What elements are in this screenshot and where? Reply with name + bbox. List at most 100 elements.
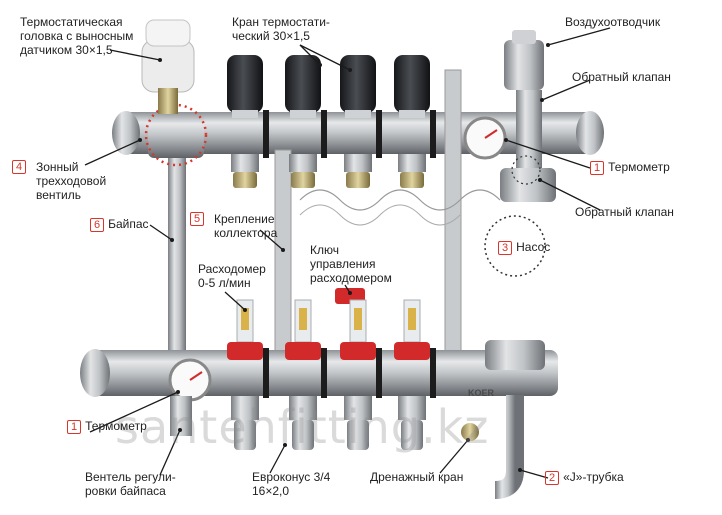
leader-zone-valve [84, 139, 141, 166]
bottom-outlet-nut-2 [289, 396, 317, 420]
top-outlet-thread-4 [400, 172, 424, 188]
label-mount-text: Крепление коллектора [214, 212, 278, 240]
bottom-outlet-4 [401, 420, 423, 450]
leader-bypass-valve [159, 429, 181, 476]
leader-check-valve-top [541, 79, 591, 101]
top-outlet-nut-2 [289, 154, 317, 172]
leader-valve-2 [299, 44, 351, 71]
label-j-tube-text: «J»-трубка [563, 470, 624, 484]
label-thermo-head-text: Термостатическая головка с выносным датч… [20, 15, 134, 57]
bottom-outlet-nut-3 [344, 396, 372, 420]
leader-thermometer-bottom [89, 391, 179, 433]
top-manifold-left-end [112, 111, 140, 155]
leader-eurocone [269, 444, 286, 474]
top-outlet-thread-2 [291, 172, 315, 188]
label-check-valve-bottom-text: Обратный клапан [575, 205, 674, 219]
label-bypass-valve-text: Вентель регули- ровки байпаса [85, 470, 176, 498]
label-thermo-head: Термостатическая головка с выносным датч… [20, 15, 133, 57]
top-outlet-nut-4 [398, 154, 426, 172]
badge-thermometer-top: 1 [590, 161, 605, 175]
bottom-outlet-1 [234, 420, 256, 450]
leader-thermo-head [109, 49, 161, 61]
right-riser [516, 90, 542, 170]
leader-thermo-head-end [158, 58, 162, 62]
flowmeter-float-3 [354, 308, 362, 330]
top-ring-1 [263, 110, 269, 158]
brand-logo: KOER [468, 388, 495, 398]
label-zone-valve-text: Зонный трехходовой вентиль [36, 160, 107, 202]
valve-knob-collar-4 [399, 110, 425, 118]
bottom-ring-4 [430, 348, 436, 398]
bottom-ring-1 [263, 348, 269, 398]
leader-valve-2-end [348, 68, 352, 72]
top-outlet-thread-3 [346, 172, 370, 188]
badge-j-tube: 2 [545, 471, 560, 485]
mount-bracket-right [444, 69, 462, 371]
leader-j-tube [519, 469, 549, 479]
bottom-ring-2 [321, 348, 327, 398]
leader-bypass-end [170, 238, 174, 242]
valve-knob-2 [285, 55, 321, 113]
label-drain-text: Дренажный кран [370, 470, 464, 484]
bottom-outlet-nut-4 [398, 396, 426, 420]
leader-air-vent [547, 27, 611, 46]
badge-mount: 5 [190, 212, 205, 226]
leader-flowmeter [224, 291, 246, 311]
label-air-vent: Воздухоотводчик [565, 15, 660, 29]
badge-thermometer-bottom: 1 [67, 420, 82, 434]
top-outlet-nut-3 [344, 154, 372, 172]
leader-j-tube-end [518, 468, 522, 472]
thermo-head [141, 39, 195, 93]
label-thermometer-top-text: Термометр [608, 160, 670, 174]
leader-drain [439, 439, 469, 474]
zone-valve-body [148, 112, 204, 158]
label-valve-text: Кран термостати- ческий 30×1,5 [232, 15, 330, 43]
flowmeter-float-4 [408, 308, 416, 330]
label-bypass-text: Байпас [108, 217, 149, 231]
leader-key-end [348, 291, 352, 295]
label-flowmeter: Расходомер 0-5 л/мин [198, 262, 266, 290]
flowmeter-cap-2 [285, 342, 321, 360]
badge-zone-valve: 4 [12, 160, 27, 174]
label-drain: Дренажный кран [370, 470, 463, 484]
label-valve: Кран термостати- ческий 30×1,5 [232, 15, 330, 43]
label-pump-text: Насос [516, 240, 551, 254]
label-thermometer-bottom-text: Термометр [85, 419, 147, 433]
valve-knob-3 [340, 55, 376, 113]
watermark: santehfitting.kz [115, 400, 490, 454]
leader-mount [259, 229, 284, 251]
drain-valve [461, 423, 479, 441]
label-key-text: Ключ управления расходомером [310, 243, 392, 285]
top-ring-2 [321, 110, 327, 158]
label-check-valve-bottom: Обратный клапан [575, 205, 674, 219]
leader-thermometer-top [505, 139, 591, 169]
label-flowmeter-text: Расходомер 0-5 л/мин [198, 262, 266, 290]
label-j-tube: 2«J»-трубка [545, 470, 624, 485]
valve-knob-collar-1 [232, 110, 258, 118]
bottom-ring-3 [376, 348, 382, 398]
label-key: Ключ управления расходомером [310, 243, 392, 285]
leader-check-valve-bottom [539, 179, 601, 211]
label-check-valve-top: Обратный клапан [572, 70, 671, 84]
flowmeter-cap-3 [340, 342, 376, 360]
leader-valve-1 [299, 44, 321, 66]
leader-mount-end [281, 248, 285, 252]
label-check-valve-top-text: Обратный клапан [572, 70, 671, 84]
flowmeter-float-2 [299, 308, 307, 330]
badge-pump: 3 [498, 241, 513, 255]
leader-drain-end [466, 438, 470, 442]
valve-knob-collar-2 [290, 110, 316, 118]
leader-thermometer-top-end [504, 138, 508, 142]
air-vent [504, 40, 544, 90]
bottom-outlet-3 [347, 420, 369, 450]
leader-eurocone-end [283, 443, 287, 447]
bypass-valve [170, 396, 192, 436]
label-eurocone-text: Евроконус 3/4 16×2,0 [252, 470, 331, 498]
label-eurocone: Евроконус 3/4 16×2,0 [252, 470, 330, 498]
